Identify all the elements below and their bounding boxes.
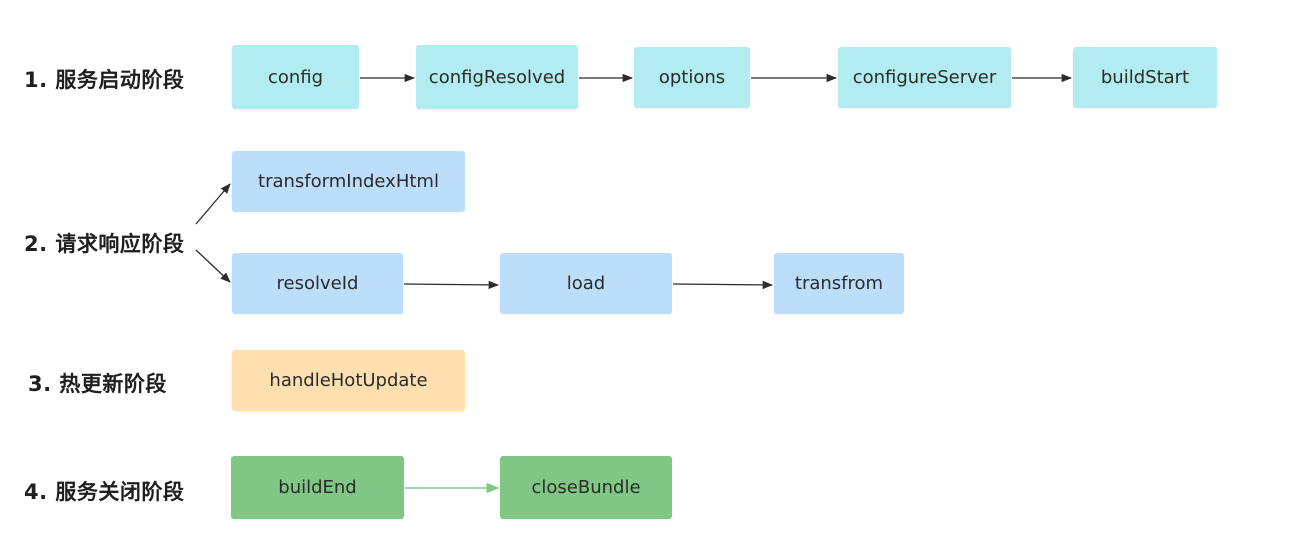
node-config-resolved: configResolved	[416, 45, 578, 109]
node-transfrom: transfrom	[774, 253, 904, 314]
node-handle-hot-update: handleHotUpdate	[232, 350, 465, 411]
node-config: config	[232, 45, 359, 109]
stage-label-request: 2. 请求响应阶段	[24, 232, 185, 256]
arrow-resolve-id-to-load	[403, 280, 500, 290]
node-build-end: buildEnd	[231, 456, 404, 519]
node-configure-server: configureServer	[838, 47, 1011, 108]
node-resolve-id: resolveId	[232, 253, 403, 314]
node-options: options	[634, 47, 750, 108]
arrow-load-to-transfrom	[672, 280, 774, 290]
stage-label-shutdown: 4. 服务关闭阶段	[24, 480, 185, 504]
node-transform-index-html: transformIndexHtml	[232, 151, 465, 212]
node-load: load	[500, 253, 672, 314]
node-build-start: buildStart	[1073, 47, 1217, 108]
stage-label-hot-update: 3. 热更新阶段	[28, 372, 167, 396]
arrow-stage2-to-transform-index-html	[195, 183, 231, 225]
node-close-bundle: closeBundle	[500, 456, 672, 519]
stage-label-startup: 1. 服务启动阶段	[24, 68, 185, 92]
arrow-stage2-to-resolve-id	[195, 249, 231, 283]
